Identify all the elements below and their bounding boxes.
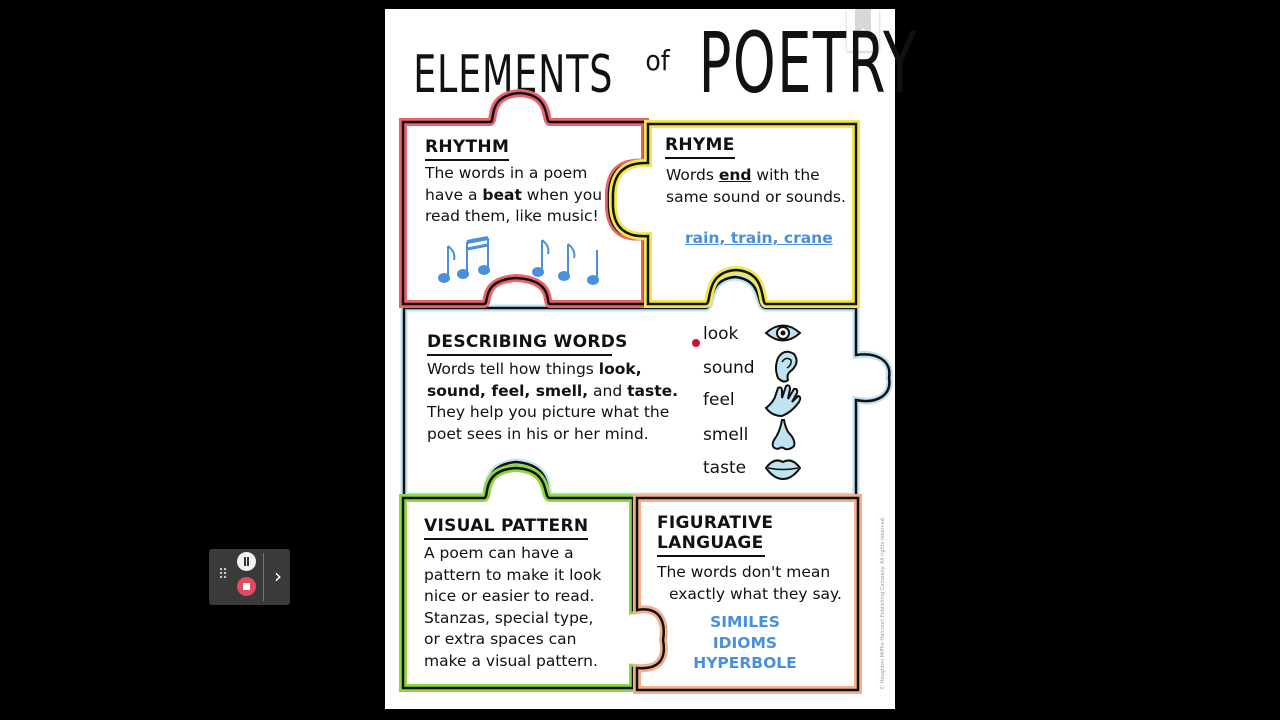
figurative-examples: SIMILES IDIOMS HYPERBOLE — [690, 612, 800, 674]
bookmark-icon — [855, 9, 871, 35]
bookmark-button[interactable] — [847, 9, 879, 51]
sense-label-look: look — [703, 324, 739, 344]
example-idioms: IDIOMS — [712, 633, 778, 652]
visual-heading: VISUAL PATTERN — [424, 516, 589, 540]
rhythm-heading: RHYTHM — [425, 137, 510, 161]
ear-icon — [775, 350, 798, 383]
stop-button[interactable] — [237, 577, 256, 596]
chevron-right-icon[interactable]: › — [274, 564, 282, 588]
describing-heading: DESCRIBING WORDS — [427, 332, 628, 356]
rhyme-text: Words end with the same sound or sounds. — [666, 166, 846, 206]
drag-handle-icon[interactable]: ⠿ — [218, 567, 229, 583]
hand-icon — [764, 384, 802, 418]
music-notes-icon — [438, 236, 599, 285]
describing-text: Words tell how things look, sound, feel,… — [427, 360, 679, 443]
rhythm-text: The words in a poem have a beat when you… — [425, 164, 603, 225]
title-poetry: POETRY — [698, 14, 918, 112]
sense-label-taste: taste — [703, 458, 747, 478]
rhyme-example: rain, train, crane — [685, 229, 833, 247]
eye-icon — [764, 324, 802, 342]
example-hyperbole: HYPERBOLE — [693, 654, 797, 672]
figurative-text: The words don't mean exactly what they s… — [657, 563, 842, 603]
sense-label-smell: smell — [703, 425, 749, 445]
sense-label-sound: sound — [703, 358, 755, 378]
controls-divider — [263, 553, 264, 601]
visual-text: A poem can have a pattern to make it loo… — [424, 544, 602, 670]
title-of: of — [645, 44, 670, 77]
copyright-note: © Houghton Mifflin Harcourt Publishing C… — [880, 516, 886, 690]
example-similes: SIMILES — [710, 613, 780, 631]
rhyme-heading: RHYME — [665, 135, 735, 159]
sense-label-feel: feel — [703, 390, 735, 410]
pause-button[interactable] — [237, 552, 256, 571]
presentation-controls: ⠿ › — [209, 549, 290, 605]
laser-pointer-dot — [692, 339, 700, 347]
lips-icon — [764, 459, 802, 481]
figurative-heading: FIGURATIVE LANGUAGE — [657, 513, 773, 557]
nose-icon — [771, 419, 796, 451]
